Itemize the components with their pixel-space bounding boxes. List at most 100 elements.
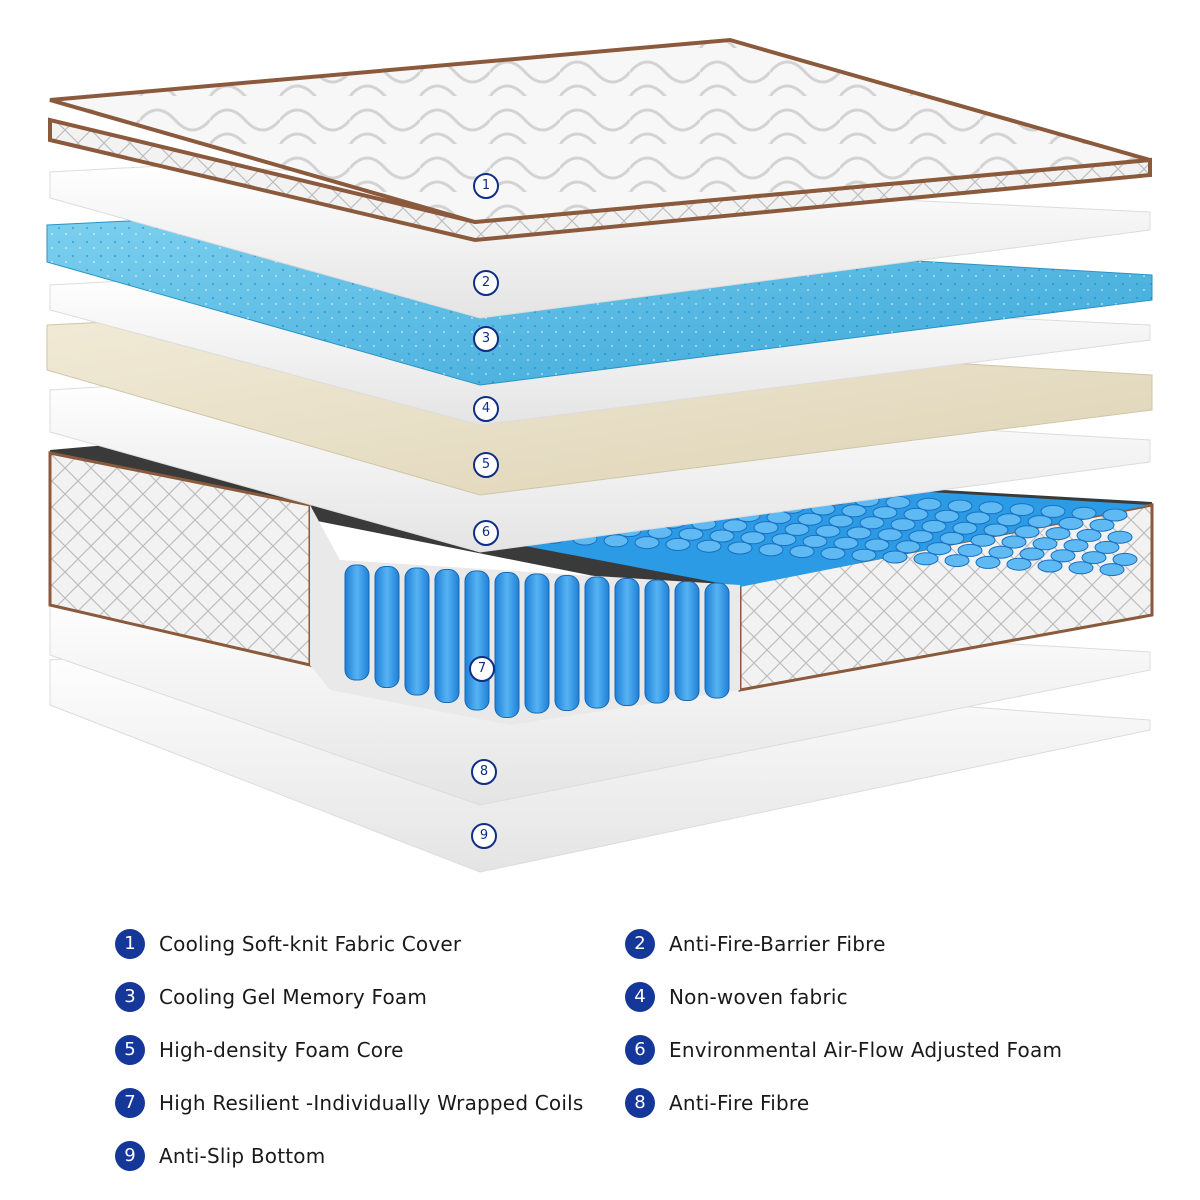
coil-top — [833, 536, 859, 550]
legend-badge: 5 — [115, 1035, 145, 1065]
coil-top — [934, 509, 960, 523]
legend-item-7: 7 High Resilient -Individually Wrapped C… — [115, 1086, 584, 1120]
coil-column — [584, 576, 610, 709]
coil-top — [815, 524, 841, 538]
coil-top — [903, 507, 929, 521]
coil-top — [908, 530, 934, 544]
coil-top — [828, 514, 854, 528]
legend-item-2: 2 Anti-Fire-Barrier Fibre — [625, 927, 886, 961]
coil-top — [727, 541, 753, 555]
coil-top — [634, 536, 660, 550]
coil-top — [895, 540, 921, 554]
layer-marker-4: 4 — [473, 396, 499, 422]
legend-label: Anti-Fire-Barrier Fibre — [669, 932, 886, 956]
coil-top — [603, 534, 629, 548]
coil-top — [709, 529, 735, 543]
legend-item-5: 5 High-density Foam Core — [115, 1033, 404, 1067]
layer-legend: 1 Cooling Soft-knit Fabric Cover 2 Anti-… — [0, 915, 1200, 1185]
coil-top — [947, 499, 973, 513]
coil-top — [696, 539, 722, 553]
coil-column — [494, 572, 520, 718]
coil-top — [1068, 561, 1094, 575]
coil-top — [678, 527, 704, 541]
coil-top — [1063, 539, 1089, 553]
coil-top — [916, 497, 942, 511]
layer-marker-3: 3 — [473, 326, 499, 352]
coil-top — [983, 523, 1009, 537]
coil-top — [859, 516, 885, 530]
coil-top — [846, 526, 872, 540]
coil-top — [1081, 551, 1107, 565]
coil-top — [1019, 547, 1045, 561]
coil-column — [464, 570, 490, 711]
legend-item-6: 6 Environmental Air-Flow Adjusted Foam — [625, 1033, 1062, 1067]
coil-column — [704, 582, 730, 699]
coil-top — [1089, 518, 1115, 532]
coil-top — [877, 528, 903, 542]
layer-marker-9: 9 — [471, 823, 497, 849]
legend-badge: 7 — [115, 1088, 145, 1118]
coil-top — [1107, 530, 1133, 544]
layer-marker-2: 2 — [473, 270, 499, 296]
coil-top — [820, 546, 846, 560]
coil-top — [996, 513, 1022, 527]
coil-top — [882, 550, 908, 564]
legend-badge: 1 — [115, 929, 145, 959]
coil-top — [1102, 508, 1128, 522]
coil-top — [665, 537, 691, 551]
legend-item-8: 8 Anti-Fire Fibre — [625, 1086, 809, 1120]
legend-label: Anti-Slip Bottom — [159, 1144, 326, 1168]
coil-top — [1032, 537, 1058, 551]
coil-top — [1076, 528, 1102, 542]
legend-item-4: 4 Non-woven fabric — [625, 980, 848, 1014]
coil-top — [797, 512, 823, 526]
coil-column — [554, 575, 580, 711]
coil-column — [644, 579, 670, 704]
legend-label: Cooling Soft-knit Fabric Cover — [159, 932, 462, 956]
legend-label: Cooling Gel Memory Foam — [159, 985, 428, 1009]
legend-item-9: 9 Anti-Slip Bottom — [115, 1139, 325, 1173]
legend-item-1: 1 Cooling Soft-knit Fabric Cover — [115, 927, 461, 961]
coil-top — [771, 533, 797, 547]
coil-top — [957, 543, 983, 557]
coil-top — [802, 534, 828, 548]
coil-top — [1037, 559, 1063, 573]
coil-column — [434, 569, 460, 703]
coil-top — [978, 501, 1004, 515]
coil-top — [1112, 552, 1138, 566]
coil-column — [344, 564, 370, 681]
coil-column — [524, 573, 550, 714]
coil-top — [970, 533, 996, 547]
coil-top — [1071, 506, 1097, 520]
coil-top — [740, 531, 766, 545]
coil-top — [890, 518, 916, 532]
coil-top — [1009, 503, 1035, 517]
coil-column — [404, 567, 430, 696]
coil-top — [944, 554, 970, 568]
legend-badge: 6 — [625, 1035, 655, 1065]
coil-top — [1045, 527, 1071, 541]
legend-badge: 2 — [625, 929, 655, 959]
coil-top — [1014, 525, 1040, 539]
legend-label: Environmental Air-Flow Adjusted Foam — [669, 1038, 1063, 1062]
legend-badge: 9 — [115, 1141, 145, 1171]
coil-top — [952, 521, 978, 535]
coil-top — [1099, 563, 1125, 577]
coil-top — [851, 548, 877, 562]
coil-top — [1094, 540, 1120, 554]
legend-label: High Resilient -Individually Wrapped Coi… — [159, 1091, 584, 1115]
coil-top — [864, 538, 890, 552]
coil-column — [674, 581, 700, 701]
coil-top — [1058, 516, 1084, 530]
coil-column — [374, 566, 400, 688]
layer-1-cover — [48, 37, 1152, 243]
coil-top — [965, 511, 991, 525]
legend-label: Non-woven fabric — [669, 985, 848, 1009]
layer-marker-5: 5 — [473, 452, 499, 478]
mattress-layers-illustration — [46, 37, 1154, 873]
coil-top — [872, 506, 898, 520]
coil-top — [1027, 515, 1053, 529]
coil-top — [988, 545, 1014, 559]
coil-column — [614, 578, 640, 706]
layer-marker-1: 1 — [473, 173, 499, 199]
